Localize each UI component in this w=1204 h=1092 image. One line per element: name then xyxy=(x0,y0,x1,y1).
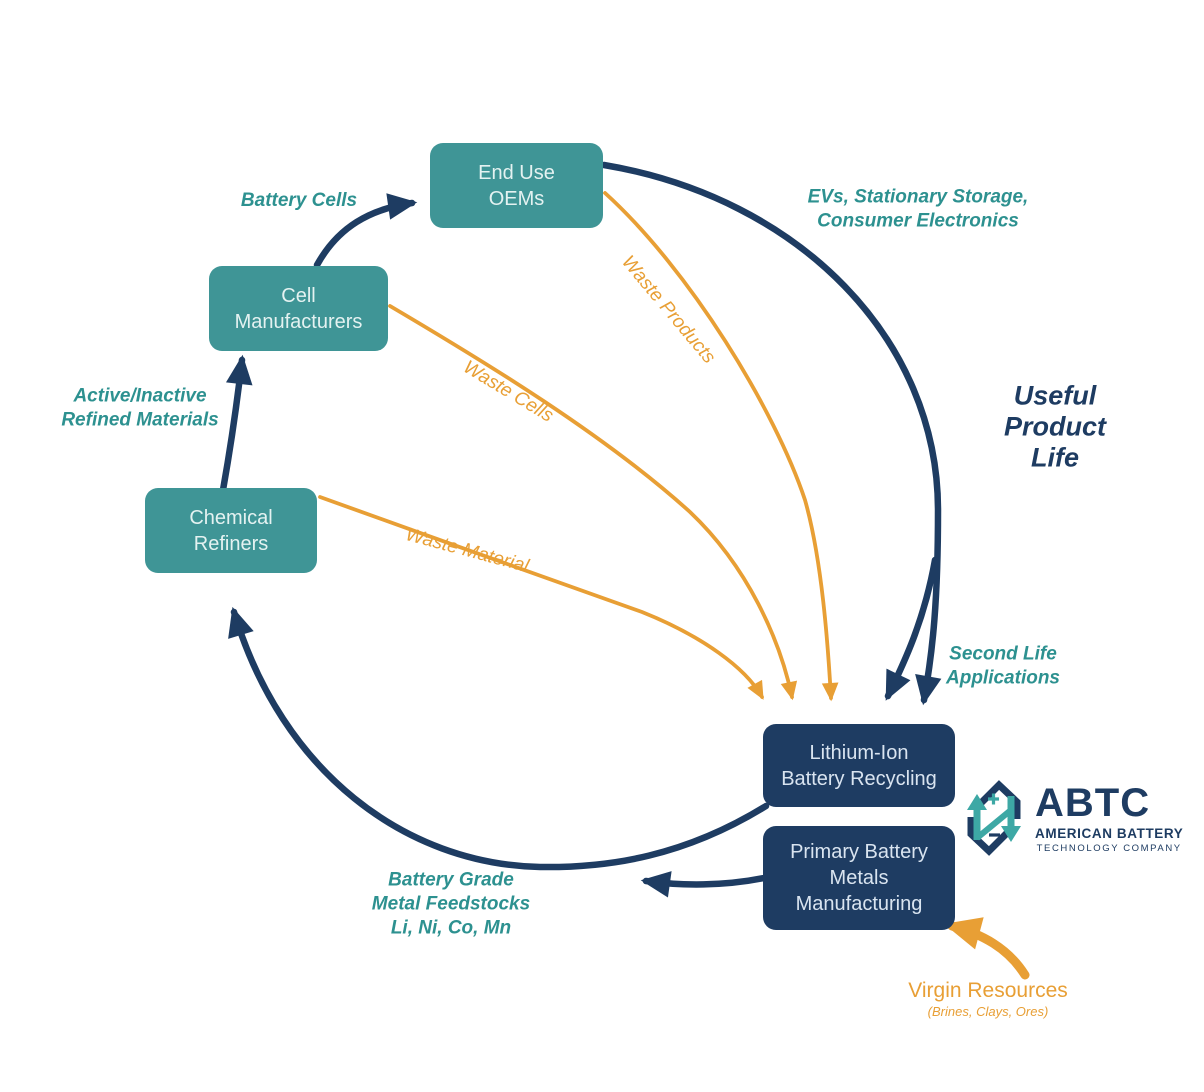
node-lithium-ion-battery-recycling: Lithium-Ion Battery Recycling xyxy=(763,724,955,807)
flow-virgin-resources xyxy=(943,917,1030,980)
node-primary-battery-metals-manufacturing-label: Primary Battery Metals Manufacturing xyxy=(790,841,928,915)
label-virgin-resources: Virgin Resources xyxy=(908,978,1068,1002)
abtc-logo-text: ABTC AMERICAN BATTERY TECHNOLOGY COMPANY xyxy=(1035,783,1183,854)
arc-second-life-to-recycling xyxy=(884,556,939,701)
node-chemical-refiners-label: Chemical Refiners xyxy=(189,506,273,555)
label-active-inactive-refined-materials: Active/Inactive Refined Materials xyxy=(61,385,219,430)
abtc-logo-line1: AMERICAN BATTERY xyxy=(1035,825,1184,841)
arc-refiners-to-cell-manufacturers xyxy=(219,354,253,494)
label-second-life-applications: Second Life Applications xyxy=(945,643,1061,688)
flow-waste-products xyxy=(603,191,839,702)
label-virgin-resources-sub: (Brines, Clays, Ores) xyxy=(927,1003,1049,1019)
arc-primary-metals-to-cycle xyxy=(640,871,768,898)
label-battery-grade-metal-feedstocks: Battery Grade Metal Feedstocks Li, Ni, C… xyxy=(371,869,531,938)
flow-waste-material xyxy=(318,495,764,700)
abtc-logo-line2: TECHNOLOGY COMPANY xyxy=(1036,842,1182,854)
abtc-logo: ABTC AMERICAN BATTERY TECHNOLOGY COMPANY xyxy=(963,772,1183,864)
node-end-use-oems-label: End Use OEMs xyxy=(478,161,555,210)
node-cell-manufacturers: Cell Manufacturers xyxy=(209,266,388,351)
arc-end-use-oems-to-recycling-outer xyxy=(600,161,942,706)
label-useful-product-life: Useful Product Life xyxy=(1003,380,1106,473)
arc-cell-manufacturers-to-end-use-oems xyxy=(313,193,418,269)
abtc-logo-abbr: ABTC xyxy=(1035,780,1151,825)
node-primary-battery-metals-manufacturing: Primary Battery Metals Manufacturing xyxy=(763,826,955,930)
arc-recycling-to-chemical-refiners xyxy=(228,606,770,871)
label-evs-stationary-storage: EVs, Stationary Storage, Consumer Electr… xyxy=(807,186,1029,231)
node-lithium-ion-battery-recycling-label: Lithium-Ion Battery Recycling xyxy=(781,741,937,790)
node-cell-manufacturers-label: Cell Manufacturers xyxy=(234,284,363,333)
battery-recycle-icon xyxy=(967,780,1021,856)
node-chemical-refiners: Chemical Refiners xyxy=(145,488,317,573)
flow-waste-cells xyxy=(388,304,798,701)
node-end-use-oems: End Use OEMs xyxy=(430,143,603,228)
label-battery-cells: Battery Cells xyxy=(240,190,358,212)
